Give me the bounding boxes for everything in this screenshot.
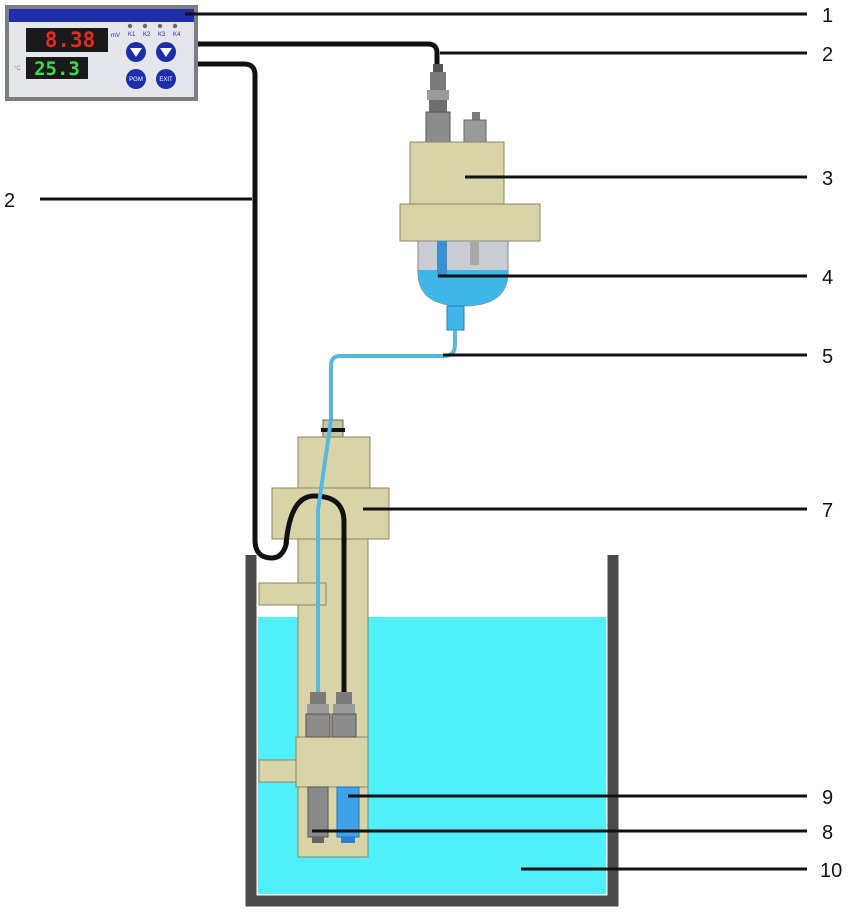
relay-label-k3: K3 bbox=[158, 32, 166, 38]
callout-lines bbox=[40, 12, 807, 871]
flow-housing-top bbox=[409, 141, 505, 205]
sensor-probe-2 bbox=[470, 241, 479, 265]
flow-housing-flange bbox=[399, 203, 541, 242]
callout-label-8: 8 bbox=[822, 822, 833, 844]
relay-led bbox=[142, 23, 148, 29]
temp-display bbox=[26, 57, 88, 79]
temp-display-value: 25.3 bbox=[34, 58, 80, 80]
callout-label-3: 3 bbox=[822, 168, 833, 190]
relay-leds: K1 K2 K3 K4 bbox=[127, 23, 181, 38]
housing-cap bbox=[463, 119, 487, 143]
upper-sensor-assembly bbox=[399, 64, 541, 331]
connector-ring bbox=[429, 100, 447, 112]
connector-tip bbox=[433, 64, 443, 74]
main-display-value: 8.38 bbox=[45, 28, 96, 52]
relay-label-k2: K2 bbox=[143, 32, 151, 38]
down-arrow-icon bbox=[160, 48, 172, 57]
connector-right-ring bbox=[333, 704, 355, 714]
callout-label-7: 7 bbox=[822, 500, 833, 522]
callout-label-5: 5 bbox=[822, 346, 833, 368]
connector-right-body bbox=[331, 713, 357, 738]
down-arrow-icon bbox=[130, 48, 142, 57]
tank-wall bbox=[245, 555, 619, 907]
pgm-button-label: PGM bbox=[129, 77, 143, 83]
controller-top-band bbox=[9, 9, 194, 22]
relay-led bbox=[157, 23, 163, 29]
unit-temp-label: °C bbox=[14, 66, 21, 72]
tube-front bbox=[316, 419, 333, 692]
flow-cup-liquid bbox=[418, 270, 508, 306]
flow-outlet bbox=[446, 305, 465, 331]
cable-front bbox=[283, 493, 347, 692]
unit-mv-label: mV bbox=[111, 33, 120, 39]
connector-ring bbox=[427, 90, 449, 100]
measuring-sensor-tip bbox=[341, 837, 355, 843]
relay-led bbox=[127, 23, 133, 29]
connector-left-top bbox=[310, 692, 326, 704]
callout-label-2-left: 2 bbox=[4, 190, 15, 212]
connector-left-body bbox=[305, 713, 331, 738]
callout-label-1: 1 bbox=[822, 5, 833, 27]
sensor-block bbox=[295, 736, 369, 788]
exit-button[interactable] bbox=[156, 69, 176, 89]
exit-button-label: EXIT bbox=[159, 77, 173, 83]
relay-led bbox=[172, 23, 178, 29]
relay-label-k1: K1 bbox=[128, 32, 136, 38]
support-arm-upper bbox=[258, 582, 327, 606]
cable-top bbox=[198, 41, 440, 64]
connector-left-ring bbox=[307, 704, 329, 714]
connector-upper bbox=[430, 72, 446, 90]
callout-label-2-right: 2 bbox=[822, 44, 833, 66]
cap-band bbox=[321, 428, 345, 432]
sensor-probe bbox=[437, 241, 447, 277]
sensor-connectors bbox=[305, 692, 357, 738]
cap-pin bbox=[472, 112, 480, 120]
relay-label-k4: K4 bbox=[173, 32, 181, 38]
callout-label-4: 4 bbox=[822, 267, 833, 289]
connector-right-top bbox=[336, 692, 352, 704]
assembly-head bbox=[297, 436, 371, 489]
pgm-button[interactable] bbox=[126, 69, 146, 89]
reference-sensor-tip bbox=[312, 837, 324, 843]
connector-body bbox=[425, 111, 451, 143]
controller: 8.38 25.3 mV °C K1 K2 K3 K4 PGM EXIT bbox=[5, 5, 198, 101]
callout-label-9: 9 bbox=[822, 787, 833, 809]
tube bbox=[316, 330, 457, 692]
callout-label-10: 10 bbox=[820, 860, 842, 882]
main-display bbox=[26, 28, 108, 52]
